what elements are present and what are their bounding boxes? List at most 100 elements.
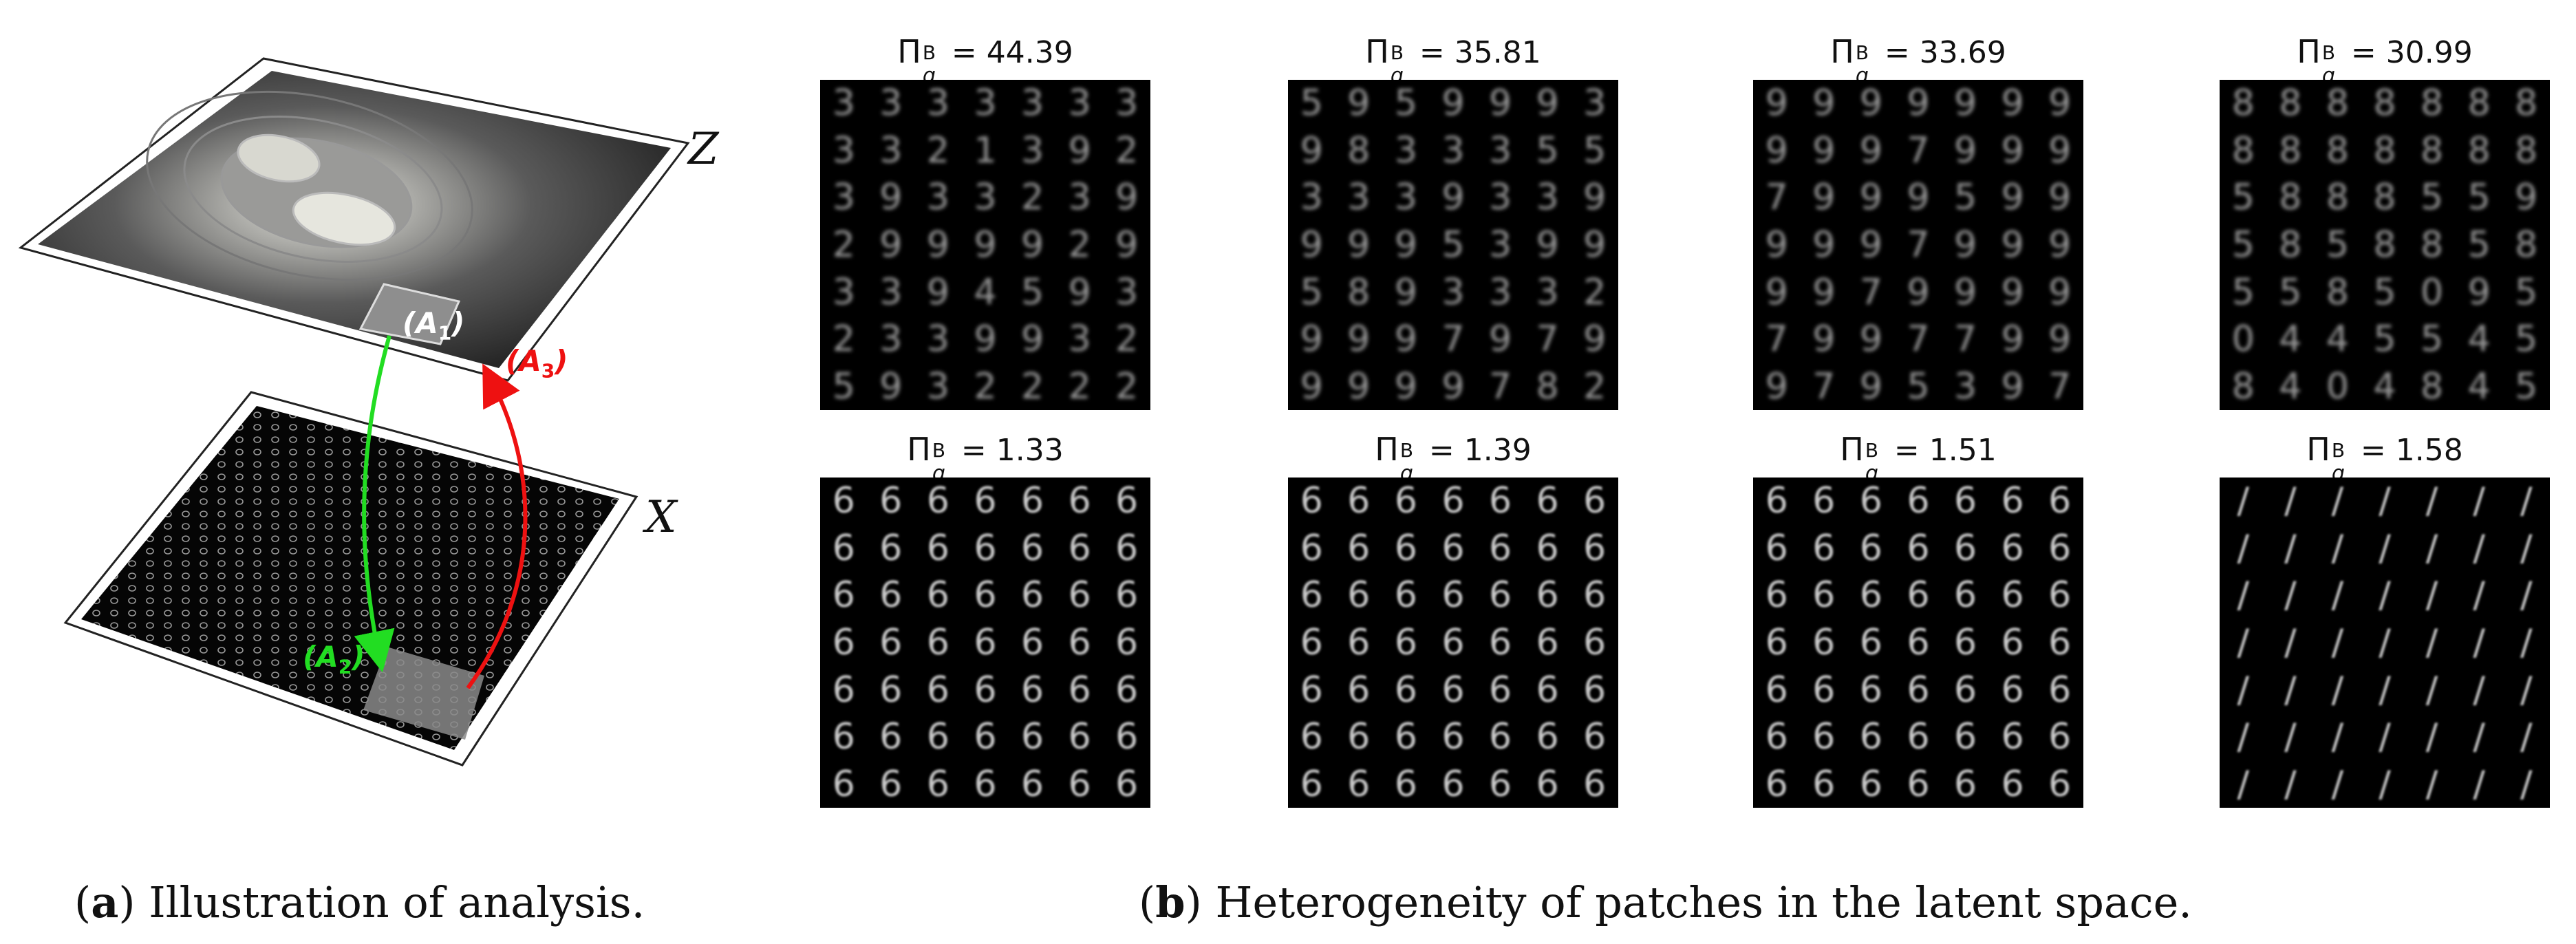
digit-sample: 6 (1489, 575, 1512, 616)
digit-sample: 6 (1907, 480, 1930, 522)
superscript: B (1855, 41, 1869, 64)
digit-sample: 6 (1907, 575, 1930, 616)
digit-sample: / (2379, 527, 2391, 569)
digit-sample: 6 (1068, 527, 1091, 569)
digit-sample: / (2331, 716, 2344, 758)
digit-sample: 6 (1583, 716, 1607, 758)
digit-sample: 6 (2001, 716, 2024, 758)
digit-sample: 8 (2421, 365, 2444, 407)
digit-sample: 6 (926, 575, 949, 616)
digit-sample: / (2425, 669, 2438, 711)
digit-sample: 6 (1859, 480, 1882, 522)
digit-sample: 3 (1115, 83, 1139, 125)
digit-sample: 6 (1441, 716, 1465, 758)
digit-sample: 3 (1489, 177, 1512, 219)
digit-sample: 7 (1765, 177, 1788, 219)
digit-sample: 8 (2279, 177, 2302, 219)
digit-sample: 9 (879, 365, 903, 407)
digit-sample: 2 (832, 319, 855, 361)
digit-sample: 7 (1907, 129, 1930, 171)
superscript: B (932, 439, 946, 462)
digit-sample: 9 (1954, 224, 1977, 266)
digit-sample: 5 (2467, 177, 2491, 219)
digit-sample: / (2237, 480, 2250, 522)
digit-sample: 2 (1068, 224, 1091, 266)
digit-sample: / (2379, 480, 2391, 522)
digit-sample: / (2237, 763, 2250, 805)
digit-sample: / (2237, 575, 2250, 616)
digit-sample: / (2379, 575, 2391, 616)
digit-sample: / (2425, 527, 2438, 569)
digit-sample: 6 (1859, 575, 1882, 616)
digit-sample: 6 (1300, 575, 1323, 616)
digit-sample: 6 (1347, 621, 1371, 663)
digit-sample: 6 (1954, 669, 1977, 711)
latent-space-label: Z (688, 124, 719, 175)
digit-sample: 9 (2048, 319, 2072, 361)
digit-sample: 8 (2279, 129, 2302, 171)
digit-sample: / (2520, 716, 2533, 758)
digit-sample: 5 (832, 365, 855, 407)
digit-sample: 6 (1394, 763, 1417, 805)
digit-sample: 9 (1907, 83, 1930, 125)
equals: = (2341, 35, 2386, 70)
digit-sample: 9 (1765, 271, 1788, 313)
digit-sample: 6 (926, 763, 949, 805)
digit-sample: 5 (2231, 224, 2255, 266)
digit-sample: 6 (1536, 575, 1559, 616)
digit-sample: / (2284, 480, 2297, 522)
digit-sample: 8 (2326, 129, 2349, 171)
digit-sample: 3 (1021, 83, 1044, 125)
digit-sample: 4 (2467, 365, 2491, 407)
digit-sample: 6 (1489, 763, 1512, 805)
digit-sample: 3 (832, 83, 855, 125)
digit-sample: 6 (1441, 527, 1465, 569)
digit-sample: 6 (1068, 763, 1091, 805)
equals: = (951, 433, 996, 468)
pi-symbol: Π (1830, 33, 1854, 70)
digit-sample: 3 (926, 177, 949, 219)
digit-sample: 9 (1765, 129, 1788, 171)
digit-sample: 6 (832, 716, 855, 758)
digit-sample: 9 (1812, 177, 1836, 219)
digit-sample: 6 (1954, 527, 1977, 569)
digit-sample: 6 (1812, 716, 1836, 758)
digit-sample: 9 (1812, 83, 1836, 125)
digit-sample: 9 (2001, 177, 2024, 219)
digit-sample: 9 (1115, 224, 1139, 266)
digit-sample: 6 (832, 527, 855, 569)
digit-sample: / (2284, 575, 2297, 616)
digit-sample: 9 (1441, 177, 1465, 219)
encode-arrow (466, 363, 528, 689)
digit-sample: 8 (2231, 129, 2255, 171)
digit-sample: 6 (1536, 669, 1559, 711)
patch-score-value: 1.39 (1463, 433, 1532, 468)
digit-sample: 9 (1859, 177, 1882, 219)
digit-sample: 3 (974, 83, 997, 125)
digit-sample: 9 (1441, 83, 1465, 125)
digit-sample: 6 (1765, 716, 1788, 758)
patch-score-value: 1.33 (996, 433, 1064, 468)
digit-sample: 3 (1441, 129, 1465, 171)
digit-sample: 8 (2326, 177, 2349, 219)
digit-sample: 6 (1859, 669, 1882, 711)
digit-sample: 8 (2467, 83, 2491, 125)
digit-sample: 8 (2373, 129, 2396, 171)
digit-sample: 6 (1300, 763, 1323, 805)
digit-sample: 7 (1489, 365, 1512, 407)
equals: = (1884, 433, 1929, 468)
digit-sample: 4 (2279, 319, 2302, 361)
digit-sample: 9 (1954, 83, 1977, 125)
digit-sample: 9 (879, 224, 903, 266)
digit-sample: 6 (926, 669, 949, 711)
contour-peak (292, 191, 396, 246)
digit-sample: 6 (1068, 480, 1091, 522)
digit-sample: 6 (832, 621, 855, 663)
